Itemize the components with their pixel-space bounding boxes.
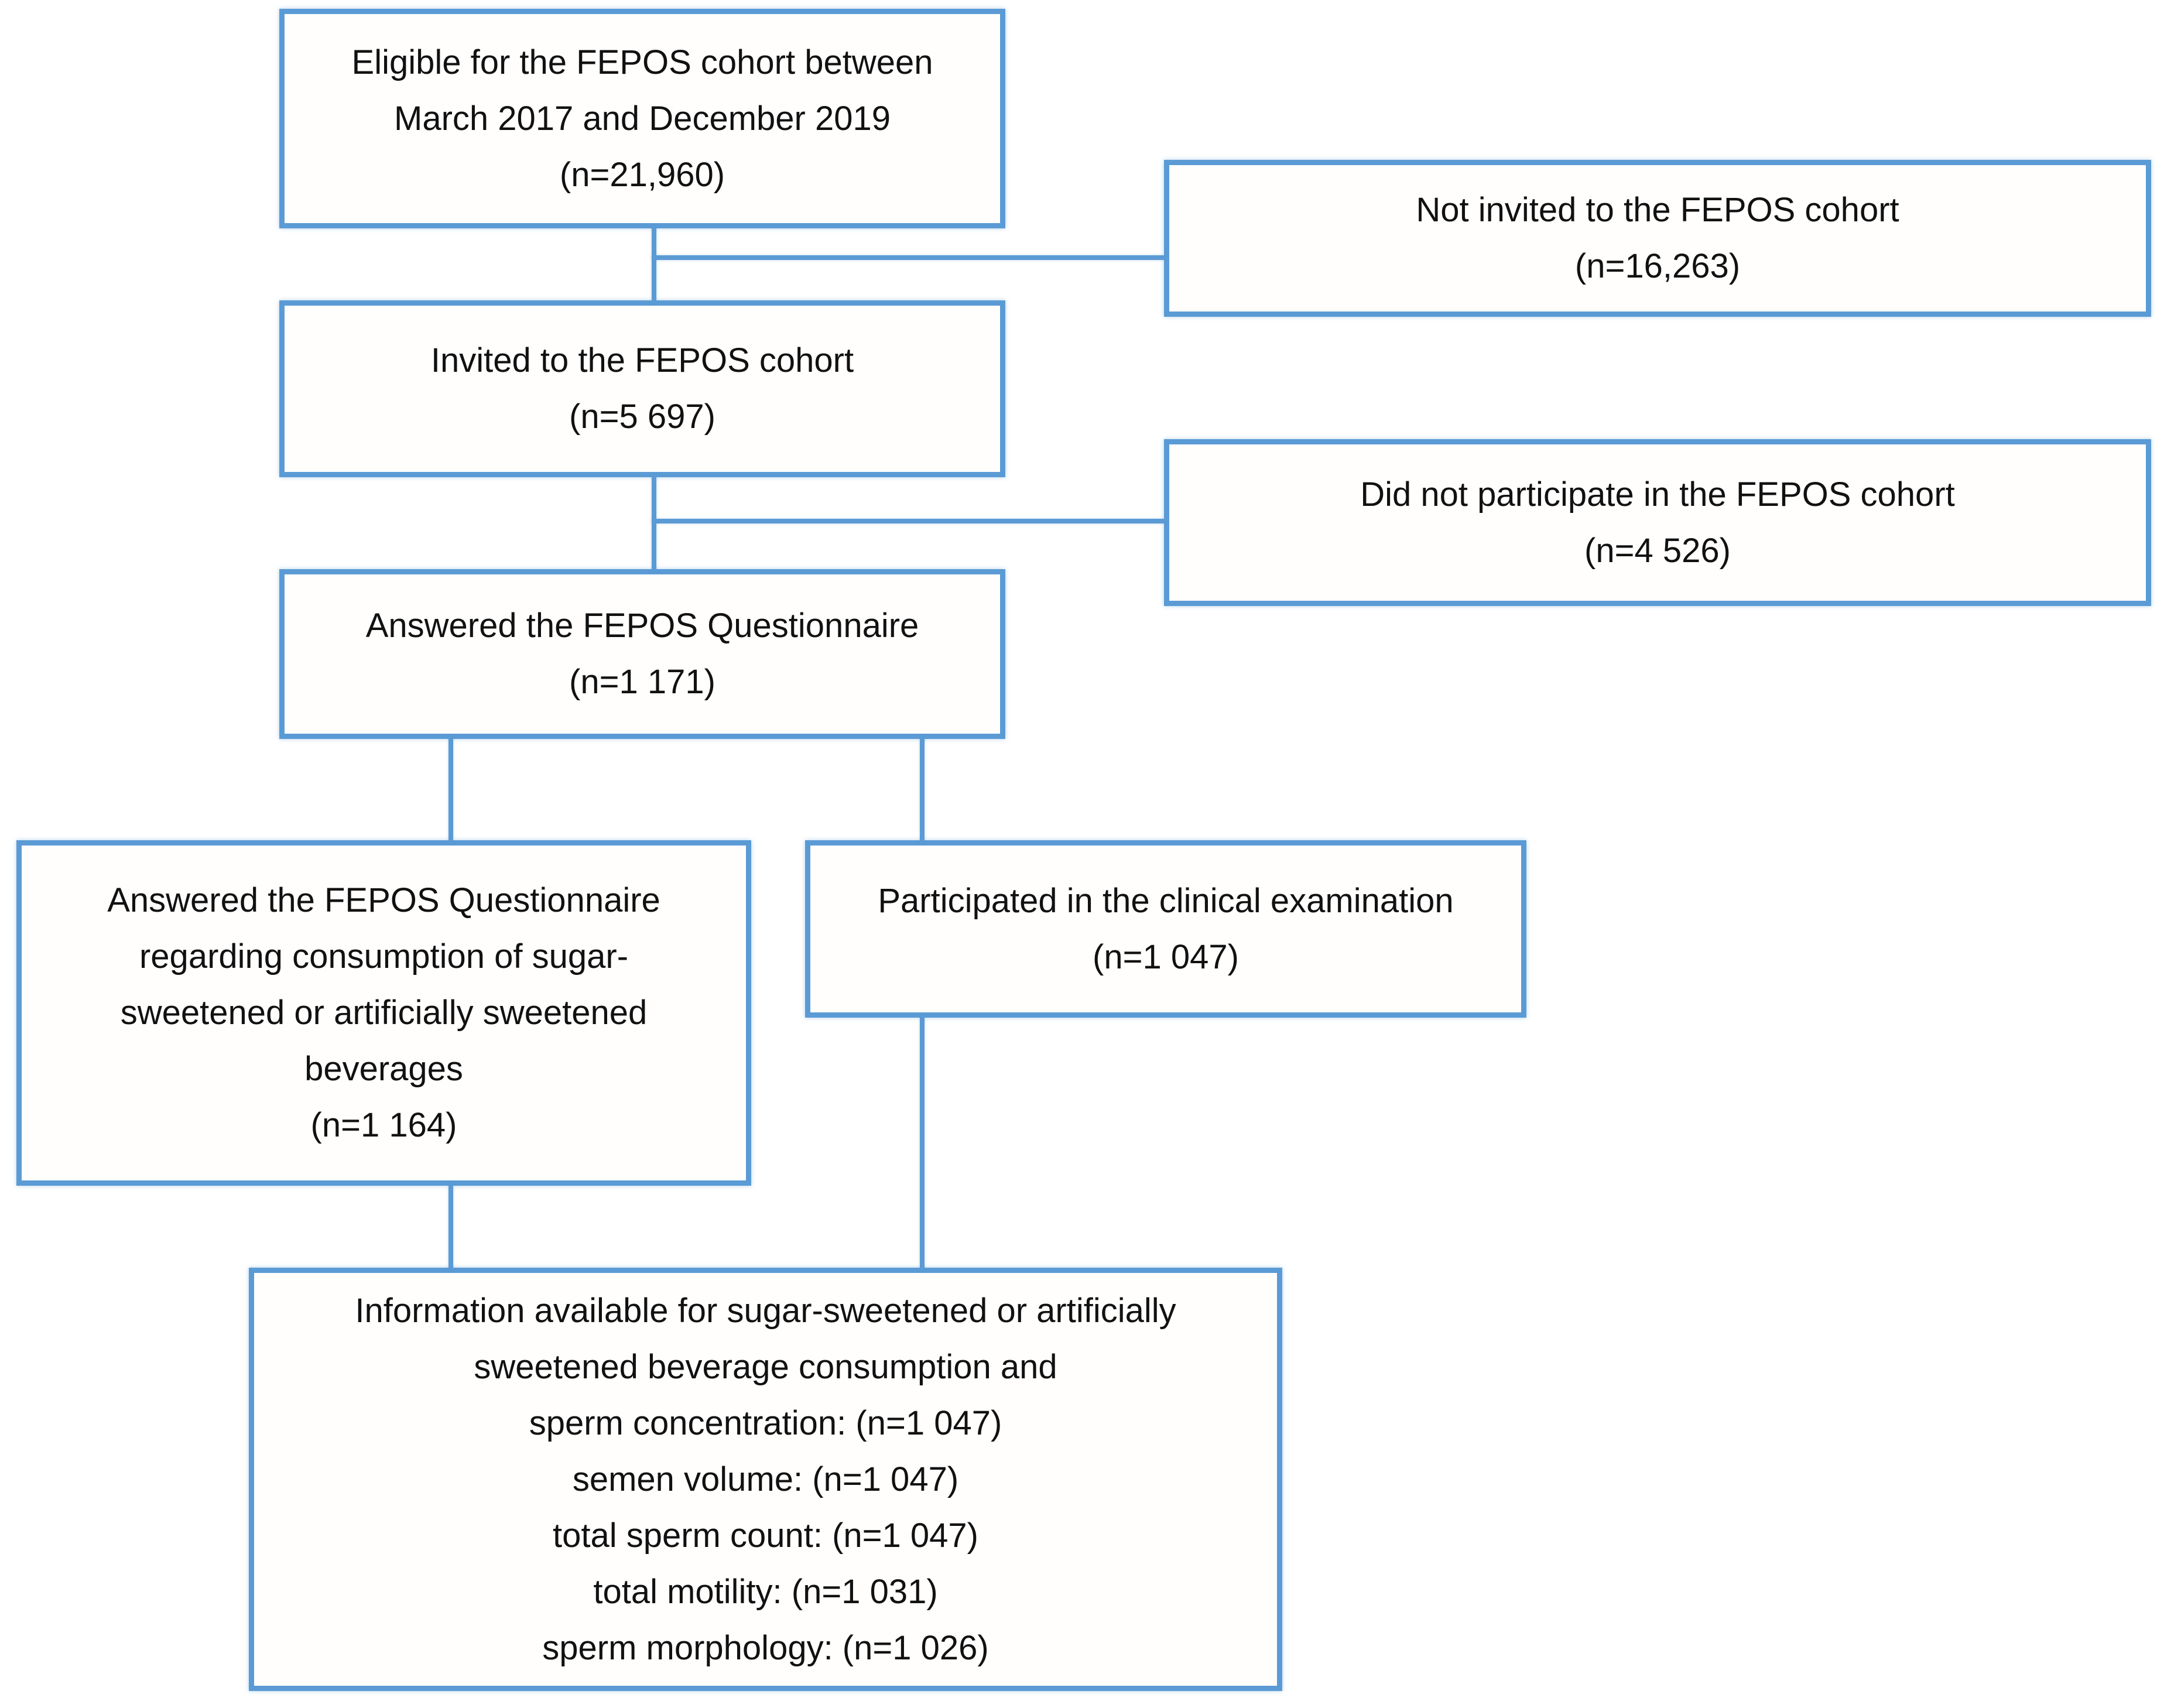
connector-beverage-to-information-box [448,1185,453,1271]
flow-box-count: (n=5 697) [569,398,715,436]
flow-box-count: (n=1 047) [1093,937,1239,976]
flow-box-text-line: Not invited to the FEPOS cohort [1416,191,1899,229]
connector-branch-not-invited [652,255,1164,260]
flow-box-text-line: Answered the FEPOS Questionnaire [365,607,919,645]
flow-box-count: (n=4 526) [1584,531,1731,570]
flow-box-eligible: Eligible for the FEPOS cohort between Ma… [279,9,1005,228]
connector-eligible-to-invited [652,227,656,303]
flow-box-text-line: Did not participate in the FEPOS cohort [1360,475,1955,514]
flow-box-text-line: Answered the FEPOS Questionnaire [107,881,660,919]
flow-box-count: sperm concentration: (n=1 047) [529,1404,1002,1442]
flow-box-did-not-participate: Did not participate in the FEPOS cohort … [1164,439,2151,606]
flow-box-count: total motility: (n=1 031) [593,1572,938,1611]
flow-box-answered-beverage-questionnaire: Answered the FEPOS Questionnaire regardi… [16,840,751,1186]
flow-box-count: sperm morphology: (n=1 026) [542,1628,989,1667]
flow-box-text-line: March 2017 and December 2019 [394,99,891,138]
flow-box-text-line: sweetened beverage consumption and [474,1347,1057,1386]
connector-clinical-to-information-box [920,1016,925,1271]
flow-box-answered-questionnaire: Answered the FEPOS Questionnaire (n=1 17… [279,569,1005,739]
flow-box-count: (n=21,960) [559,155,725,194]
flow-box-invited: Invited to the FEPOS cohort (n=5 697) [279,300,1005,477]
flow-box-text-line: Invited to the FEPOS cohort [430,341,854,379]
flow-box-count: semen volume: (n=1 047) [572,1460,959,1498]
flow-box-text-line: regarding consumption of sugar- [139,937,629,975]
flow-box-not-invited: Not invited to the FEPOS cohort (n=16,26… [1164,160,2151,317]
flow-box-count: total sperm count: (n=1 047) [552,1516,978,1555]
flow-box-text-line: Information available for sugar-sweetene… [355,1291,1176,1330]
flow-box-count: (n=16,263) [1574,247,1741,285]
connector-answered-to-clinical-box [920,738,925,843]
flow-box-information-available: Information available for sugar-sweetene… [249,1268,1282,1691]
flow-box-text-line: beverages [304,1050,463,1088]
flow-box-count: (n=1 171) [569,663,715,701]
connector-invited-to-answered [652,476,656,572]
flow-box-text-line: Participated in the clinical examination [878,881,1454,920]
connector-branch-did-not-participate [652,519,1164,523]
connector-answered-to-beverage-box [448,738,453,843]
flow-box-text-line: Eligible for the FEPOS cohort between [351,43,933,81]
flow-box-count: (n=1 164) [310,1106,457,1144]
flow-box-text-line: sweetened or artificially sweetened [120,994,648,1032]
flow-box-clinical-examination: Participated in the clinical examination… [805,840,1526,1018]
